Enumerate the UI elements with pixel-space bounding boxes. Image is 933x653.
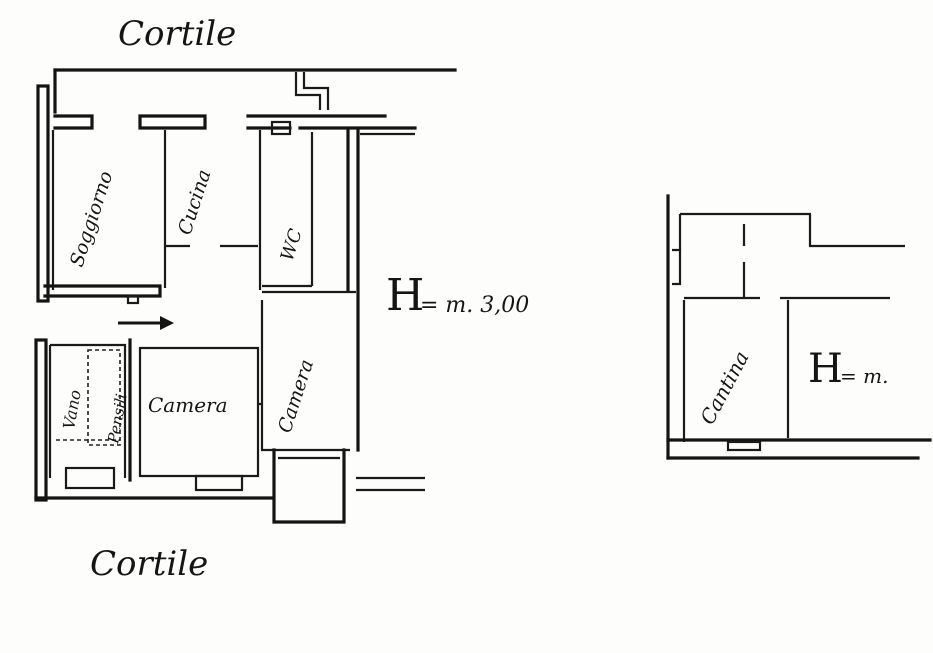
room-label-bedroom-2: Camera xyxy=(274,357,318,436)
cellar-side-niche xyxy=(672,248,682,286)
lower-left-wall xyxy=(34,338,48,502)
wall-column xyxy=(270,120,292,136)
courtyard-label-top: Cortile xyxy=(118,14,236,54)
flue xyxy=(294,72,330,110)
courtyard-label-bottom: Cortile xyxy=(90,544,208,584)
room-label-storage: Vano xyxy=(59,388,85,430)
room-label-cellar: Cantina xyxy=(695,347,753,428)
storage-shelves xyxy=(87,349,121,446)
balcony xyxy=(272,448,346,524)
corridor-right-wall xyxy=(346,128,360,452)
height-prefix-cellar: H xyxy=(808,346,843,392)
upper-wall-segment-1 xyxy=(53,114,94,130)
height-value-cellar: = m. xyxy=(840,364,888,388)
upper-wall-segment-3 xyxy=(246,114,417,130)
left-outer-wall xyxy=(36,84,50,303)
room-label-shelves: Pensili xyxy=(104,392,131,446)
living-door-sill xyxy=(126,294,140,305)
room-label-bedroom-1: Camera xyxy=(148,393,228,417)
room-label-wc: WC xyxy=(277,226,307,263)
cellar-upper-walls xyxy=(678,212,905,250)
bedroom-1-bay xyxy=(194,474,244,492)
bedroom-1-walls xyxy=(138,346,260,478)
entrance-arrow-icon xyxy=(118,316,174,330)
living-bottom-wall xyxy=(43,284,162,298)
height-prefix-main: H xyxy=(386,270,424,321)
cellar-door-sill xyxy=(726,440,762,452)
bedroom-2-walls xyxy=(260,300,350,452)
storage-room-bay xyxy=(64,466,116,490)
cellar-bottom-wall xyxy=(666,438,932,460)
room-label-kitchen: Cucina xyxy=(174,167,216,238)
room-label-living: Soggiorno xyxy=(66,169,118,270)
right-exterior-lower xyxy=(356,476,425,492)
storage-room-walls xyxy=(48,343,127,478)
upper-wall-segment-2 xyxy=(138,114,207,130)
height-value-main: = m. 3,00 xyxy=(420,293,529,318)
apartment-plan xyxy=(34,68,457,524)
cellar-plan xyxy=(666,194,932,460)
